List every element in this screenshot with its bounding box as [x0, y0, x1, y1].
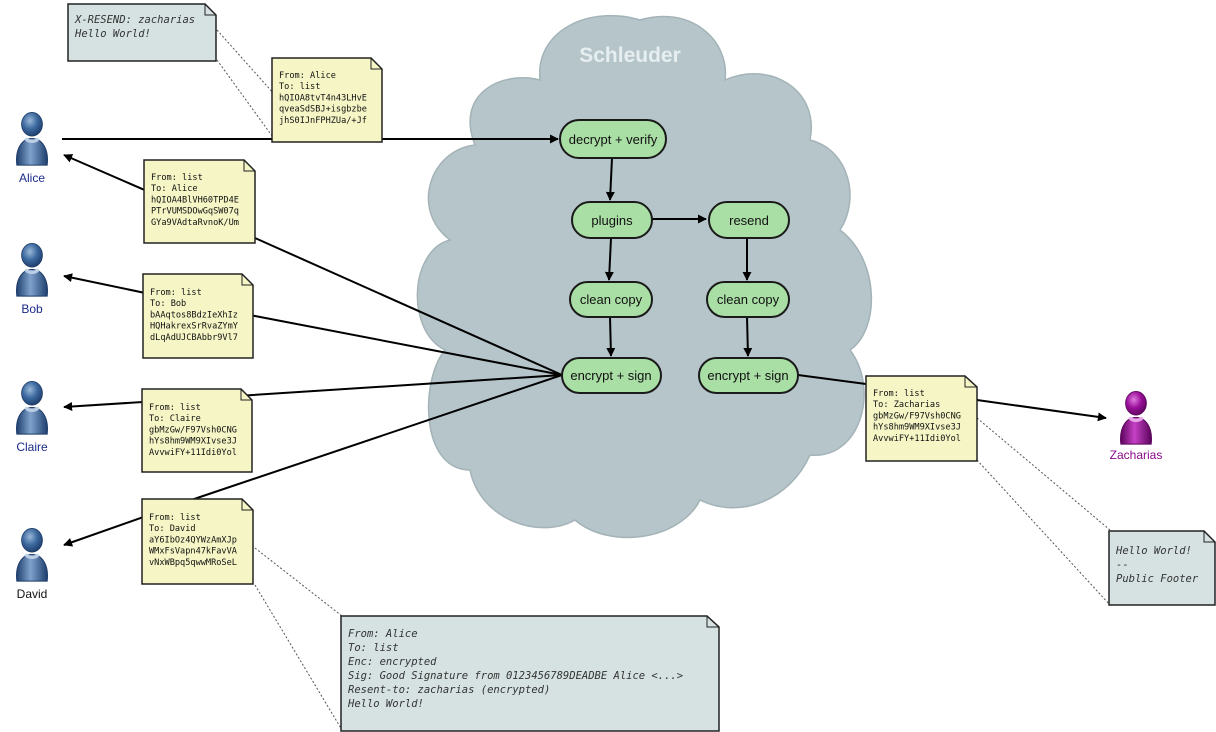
person-claire-label: Claire — [16, 440, 48, 454]
note-line: dLqAdUJCBAbbr9Vl7 — [150, 333, 238, 343]
note-line: From: list — [151, 173, 203, 183]
note-line: PTrVUMSDOwGqSW07q — [151, 207, 239, 217]
schleuder-cloud: Schleuder — [416, 15, 873, 539]
note-line: qveaSdSBJ+isgbzbe — [279, 105, 367, 115]
user-icon — [1120, 390, 1152, 445]
person-david-label: David — [17, 587, 48, 601]
note-line: From: list — [873, 389, 925, 399]
note-line: gbMzGw/F97Vsh0CNG — [149, 425, 237, 435]
note-line: aY6IbOz4QYWzAmXJp — [149, 535, 237, 545]
process-nodes: decrypt + verify plugins resend clean co… — [559, 119, 799, 394]
note-line: GYa9VAdtaRvnoK/Um — [151, 218, 239, 228]
person-alice: Alice — [16, 111, 48, 185]
note-line: From: list — [150, 288, 202, 298]
note-line: To: David — [149, 524, 196, 534]
note-line: To: list — [279, 82, 320, 92]
note-line: jhS0IJnFPHZUa/+Jf — [279, 116, 367, 126]
note-line: bAAqtos8BdzIeXhIz — [150, 310, 238, 320]
note-line: hQIOA8tvT4n43LHvE — [279, 93, 367, 103]
note-line: From: list — [149, 403, 201, 413]
person-claire: Claire — [16, 380, 48, 454]
node-decrypt-verify: decrypt + verify — [559, 119, 667, 159]
person-david: David — [16, 527, 48, 601]
note-line: -- — [1116, 559, 1129, 571]
note-line: To: Claire — [149, 414, 201, 424]
note-line: To: Alice — [151, 184, 198, 194]
note-line: From: Alice — [348, 628, 418, 640]
note-line: Hello World! — [1115, 545, 1192, 557]
note-line: Sig: Good Signature from 0123456789DEADB… — [348, 670, 683, 682]
person-bob-label: Bob — [21, 302, 43, 316]
note-line: HQHakrexSrRvaZYmY — [150, 322, 239, 332]
note-public-footer-text: Hello World! -- Public Footer — [1115, 545, 1199, 585]
note-line: X-RESEND: zacharias — [74, 14, 195, 26]
note-line: Public Footer — [1116, 573, 1199, 585]
people: Alice Bob Claire David Zacharias — [16, 111, 1163, 601]
node-resend-label: resend — [729, 213, 769, 228]
person-zacharias-label: Zacharias — [1110, 448, 1163, 462]
note-line: WMxFsVapn47kFavVA — [149, 547, 238, 557]
node-resend: resend — [708, 201, 790, 239]
node-decrypt-verify-label: decrypt + verify — [569, 132, 658, 147]
note-line: Hello World! — [347, 698, 424, 710]
user-icon — [16, 527, 48, 582]
node-clean-copy-list: clean copy — [569, 281, 653, 318]
person-bob: Bob — [16, 242, 48, 316]
note-line: hQIOA4BlVH60TPD4E — [151, 195, 239, 205]
node-encrypt-sign-resend: encrypt + sign — [698, 357, 799, 394]
note-line: Resent-to: zacharias (encrypted) — [348, 684, 550, 696]
note-line: Hello World! — [74, 28, 151, 40]
node-encrypt-sign-list: encrypt + sign — [561, 357, 662, 394]
note-line: From: Alice — [279, 71, 336, 81]
note-line: To: list — [348, 642, 399, 654]
user-icon — [16, 242, 48, 297]
node-clean-copy-resend: clean copy — [706, 281, 790, 318]
note-line: hYs8hm9WM9XIvse3J — [873, 423, 961, 433]
note-line: Enc: encrypted — [348, 656, 437, 668]
node-plugins-label: plugins — [591, 213, 633, 228]
note-line: To: Zacharias — [873, 400, 940, 410]
note-line: AvvwiFY+11Idi0Yol — [873, 434, 961, 444]
person-alice-label: Alice — [19, 171, 45, 185]
note-leader-lines — [216, 29, 1111, 731]
user-icon — [16, 111, 48, 166]
user-icon — [16, 380, 48, 435]
node-clean-copy-list-label: clean copy — [580, 292, 643, 307]
note-line: AvvwiFY+11Idi0Yol — [149, 448, 237, 458]
note-line: vNxWBpq5qwwMRoSeL — [149, 558, 237, 568]
note-line: gbMzGw/F97Vsh0CNG — [873, 411, 961, 421]
node-encrypt-sign-resend-label: encrypt + sign — [707, 368, 788, 383]
person-zacharias: Zacharias — [1110, 390, 1163, 462]
cloud-title: Schleuder — [579, 44, 681, 67]
note-line: To: Bob — [150, 299, 186, 309]
node-clean-copy-resend-label: clean copy — [717, 292, 780, 307]
message-flow-arrows — [62, 134, 1107, 547]
note-line: From: list — [149, 513, 201, 523]
node-encrypt-sign-list-label: encrypt + sign — [570, 368, 651, 383]
note-public-footer: Hello World! -- Public Footer — [1108, 530, 1216, 606]
node-plugins: plugins — [571, 201, 653, 239]
note-line: hYs8hm9WM9XIvse3J — [149, 437, 237, 447]
